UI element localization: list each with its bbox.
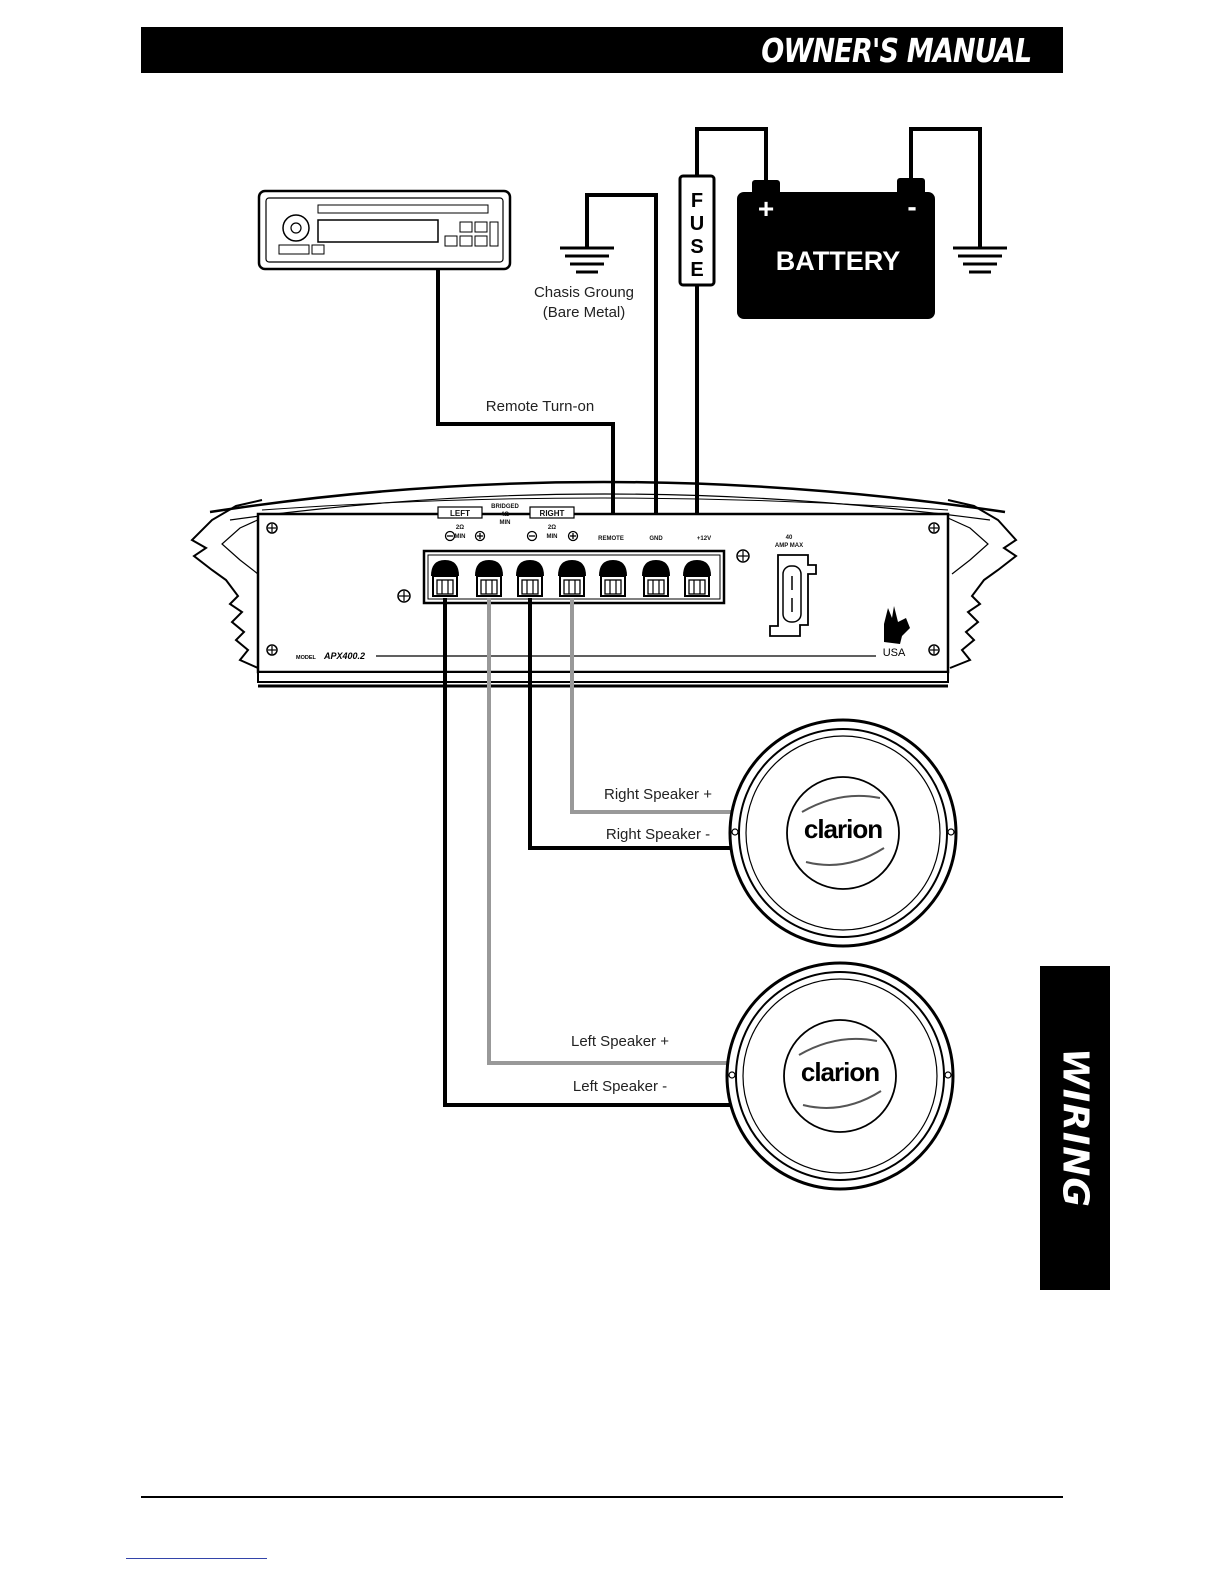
usa-label: USA [883, 647, 906, 659]
model-prefix: MODEL [296, 655, 317, 661]
ground-wire [587, 195, 656, 565]
v12-terminal-label: +12V [697, 536, 711, 542]
remote-terminal-label: REMOTE [598, 536, 624, 542]
left-speaker-minus-label: Left Speaker - [573, 1078, 667, 1095]
left-min: MIN [455, 534, 466, 540]
terminal-right-plus [558, 560, 586, 596]
right-impedance: 2Ω [548, 525, 556, 531]
terminal-left-minus [431, 560, 459, 596]
terminal-right-minus [516, 560, 544, 596]
terminal-plus-12v [683, 560, 711, 596]
battery-negative-terminal: - [907, 191, 916, 222]
amplifier: BRIDGED 4Ω MIN LEFT RIGHT 2Ω MIN 2Ω MIN … [192, 482, 1016, 686]
right-speaker-brand-logo: clarion [804, 814, 882, 844]
right-min: MIN [547, 534, 558, 540]
battery-label: BATTERY [776, 246, 901, 276]
section-tab: WIRING [1040, 966, 1110, 1290]
gnd-terminal-label: GND [649, 536, 663, 542]
right-channel-label: RIGHT [540, 509, 565, 518]
terminal-left-plus [475, 560, 503, 596]
fuse-letter-u: U [690, 213, 704, 235]
left-speaker-brand-logo: clarion [801, 1057, 879, 1087]
terminal-block [424, 551, 724, 603]
fuse-letter-s: S [690, 236, 703, 258]
footer-rule [141, 1496, 1063, 1498]
bridged-label: BRIDGED [491, 504, 519, 510]
right-speaker: clarion [730, 720, 956, 946]
footer-link-underline [126, 1558, 267, 1559]
terminal-gnd [642, 560, 670, 596]
battery-ground-icon [953, 248, 1007, 272]
left-speaker-plus-label: Left Speaker + [571, 1033, 669, 1050]
chassis-ground-label: Chasis Groung [534, 284, 634, 301]
bridged-impedance: 4Ω [501, 512, 509, 518]
section-tab-label: WIRING [1055, 1048, 1096, 1208]
left-impedance: 2Ω [456, 525, 464, 531]
remote-turn-on-label: Remote Turn-on [486, 398, 594, 415]
battery: + - BATTERY [737, 178, 935, 319]
model-name: APX400.2 [323, 651, 365, 661]
fuse-rating: 40 [786, 535, 793, 541]
bridged-min: MIN [500, 520, 511, 526]
fuse-rating-unit: AMP MAX [775, 543, 803, 549]
head-unit-radio [259, 191, 510, 269]
battery-positive-terminal: + [758, 193, 774, 224]
left-speaker: clarion [727, 963, 953, 1189]
inline-fuse: F U S E [680, 176, 714, 285]
right-speaker-plus-label: Right Speaker + [604, 786, 712, 803]
left-channel-label: LEFT [450, 509, 470, 518]
chassis-ground-sublabel: (Bare Metal) [543, 304, 626, 321]
right-speaker-minus-label: Right Speaker - [606, 826, 710, 843]
chassis-ground-icon [560, 248, 614, 272]
fuse-letter-e: E [690, 259, 703, 281]
fuse-letter-f: F [691, 190, 703, 212]
terminal-remote [599, 560, 627, 596]
